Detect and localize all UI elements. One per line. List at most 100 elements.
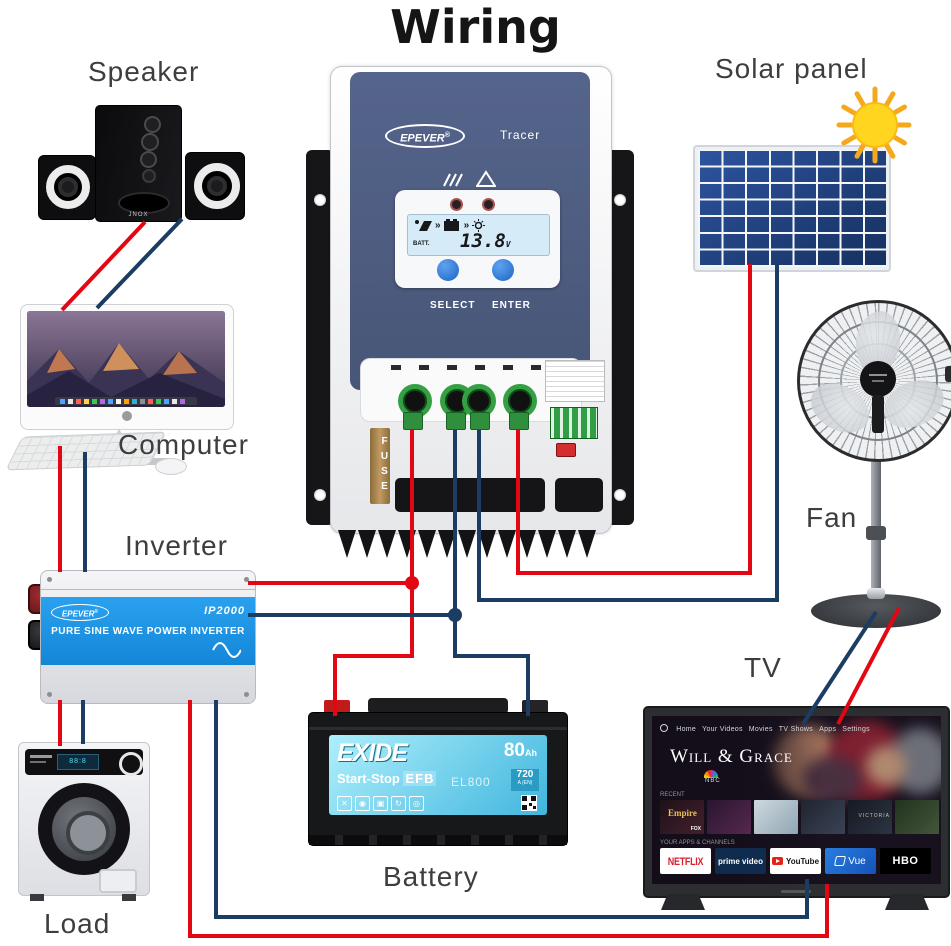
icon-circle: ◉ [355,796,370,811]
solar-cells [698,150,886,267]
fan-device [797,300,951,634]
screw [244,577,249,582]
imac-display [27,311,225,407]
label-inverter: Inverter [125,530,228,561]
recent-header: RECENT [660,792,685,798]
battery-voltage: 13.8V [460,230,511,252]
case-seam [309,727,567,730]
seam [41,589,255,590]
nav-your-videos: Your Videos [702,726,743,733]
registered-mark: ® [444,132,450,139]
battery-model: EL800 [451,775,491,789]
youtube-logo: YouTube [785,856,820,866]
lamp-icon [472,218,486,232]
select-button [437,259,459,281]
nav-settings: Settings [842,726,870,733]
warning-icon [476,170,496,187]
fan-base [811,594,941,628]
lcd-screen: » » BATT. 13.8V [407,214,550,256]
pole-collar [866,526,886,540]
inverter-device: EPEVER® IP2000 PURE SINE WAVE POWER INVE… [28,568,256,704]
display-module: » » BATT. 13.8V [395,190,560,288]
select-label: SELECT [430,300,476,311]
detergent-drawer [99,869,137,893]
nav-tv-shows: TV Shows [778,726,814,733]
solar-icon [415,219,432,231]
label-solar-panel: Solar panel [715,53,868,84]
fan-grill [797,300,951,462]
thumbnail [707,800,751,834]
washer-door [38,783,130,875]
screw [244,692,249,697]
qr-code [521,795,537,811]
flow-arrows: » [463,219,470,231]
wire-clamp [509,412,529,430]
oscillation-knob [945,366,951,382]
thumbnail [801,800,845,834]
thumbnail-empire: Empire FOX [660,800,704,834]
battery-icon [443,219,459,231]
speaker-cone [58,177,78,197]
youtube-play-icon [771,857,783,865]
pv-array-icon [443,173,463,187]
vue-tile: Vue [825,848,876,874]
battery-brand: EXIDE [337,739,408,767]
battery-cranking: 720 A (EN) [511,769,539,791]
epever-logo: EPEVER® [385,124,465,148]
inverter-tagline: PURE SINE WAVE POWER INVERTER [51,626,245,637]
tv-leg [885,894,929,910]
hub-badge-line [872,380,884,382]
enter-label: ENTER [492,300,531,311]
junction-dot-blue [448,608,462,622]
wire-clamp [403,412,423,430]
thumb-title: Empire [668,808,697,818]
battery-label: EXIDE 80Ah Start-Stop EFB EL800 720 A (E… [329,735,547,815]
thumbnail [754,800,798,834]
terminal-block [395,478,545,512]
power-button [142,169,156,183]
mounting-hole [314,194,326,206]
fuse-label: FUSE [370,428,390,504]
sun-icon [836,86,912,164]
volume-knob [144,116,161,133]
wire-clamp [446,412,466,430]
bass-knob [141,133,159,151]
hub-support [872,395,884,433]
label-speaker: Speaker [88,56,200,87]
washer-body: 88:8 [18,742,150,896]
solar-panel-device [693,145,891,272]
thumbnail [895,800,939,834]
model-text: Tracer [500,128,541,142]
imac-screen [20,304,234,430]
screw [47,577,52,582]
label-load: Load [44,908,111,939]
com-port-block [550,407,598,439]
junction-dot-red [405,576,419,590]
lcd-flow-icons: » » [414,217,544,233]
icon-recycle: ↻ [391,796,406,811]
inverter-blue-band: EPEVER® IP2000 PURE SINE WAVE POWER INVE… [41,597,255,665]
label-computer: Computer [118,429,249,460]
label-fan: Fan [806,502,858,533]
speaker-driver [46,165,90,209]
heatsink-fins [338,530,596,558]
tv-brand-bar [781,890,811,893]
mounting-hole [314,489,326,501]
fan-hub [860,361,896,397]
search-icon [660,724,668,732]
treble-knob [140,151,157,168]
wire-speaker-blue [95,217,184,310]
nav-home: Home [676,726,697,733]
icon-cross: ✕ [337,796,352,811]
vent-slots [391,365,551,370]
inverter-body: EPEVER® IP2000 PURE SINE WAVE POWER INVE… [40,570,256,704]
hub-badge-line [869,374,887,376]
left-mounting-rail [306,150,334,525]
brand-text: EPEVER [400,132,445,145]
vue-logo: Vue [848,855,866,867]
reset-button [556,443,576,457]
battery-base-notches [309,835,567,845]
panel-text-bars [30,761,46,763]
